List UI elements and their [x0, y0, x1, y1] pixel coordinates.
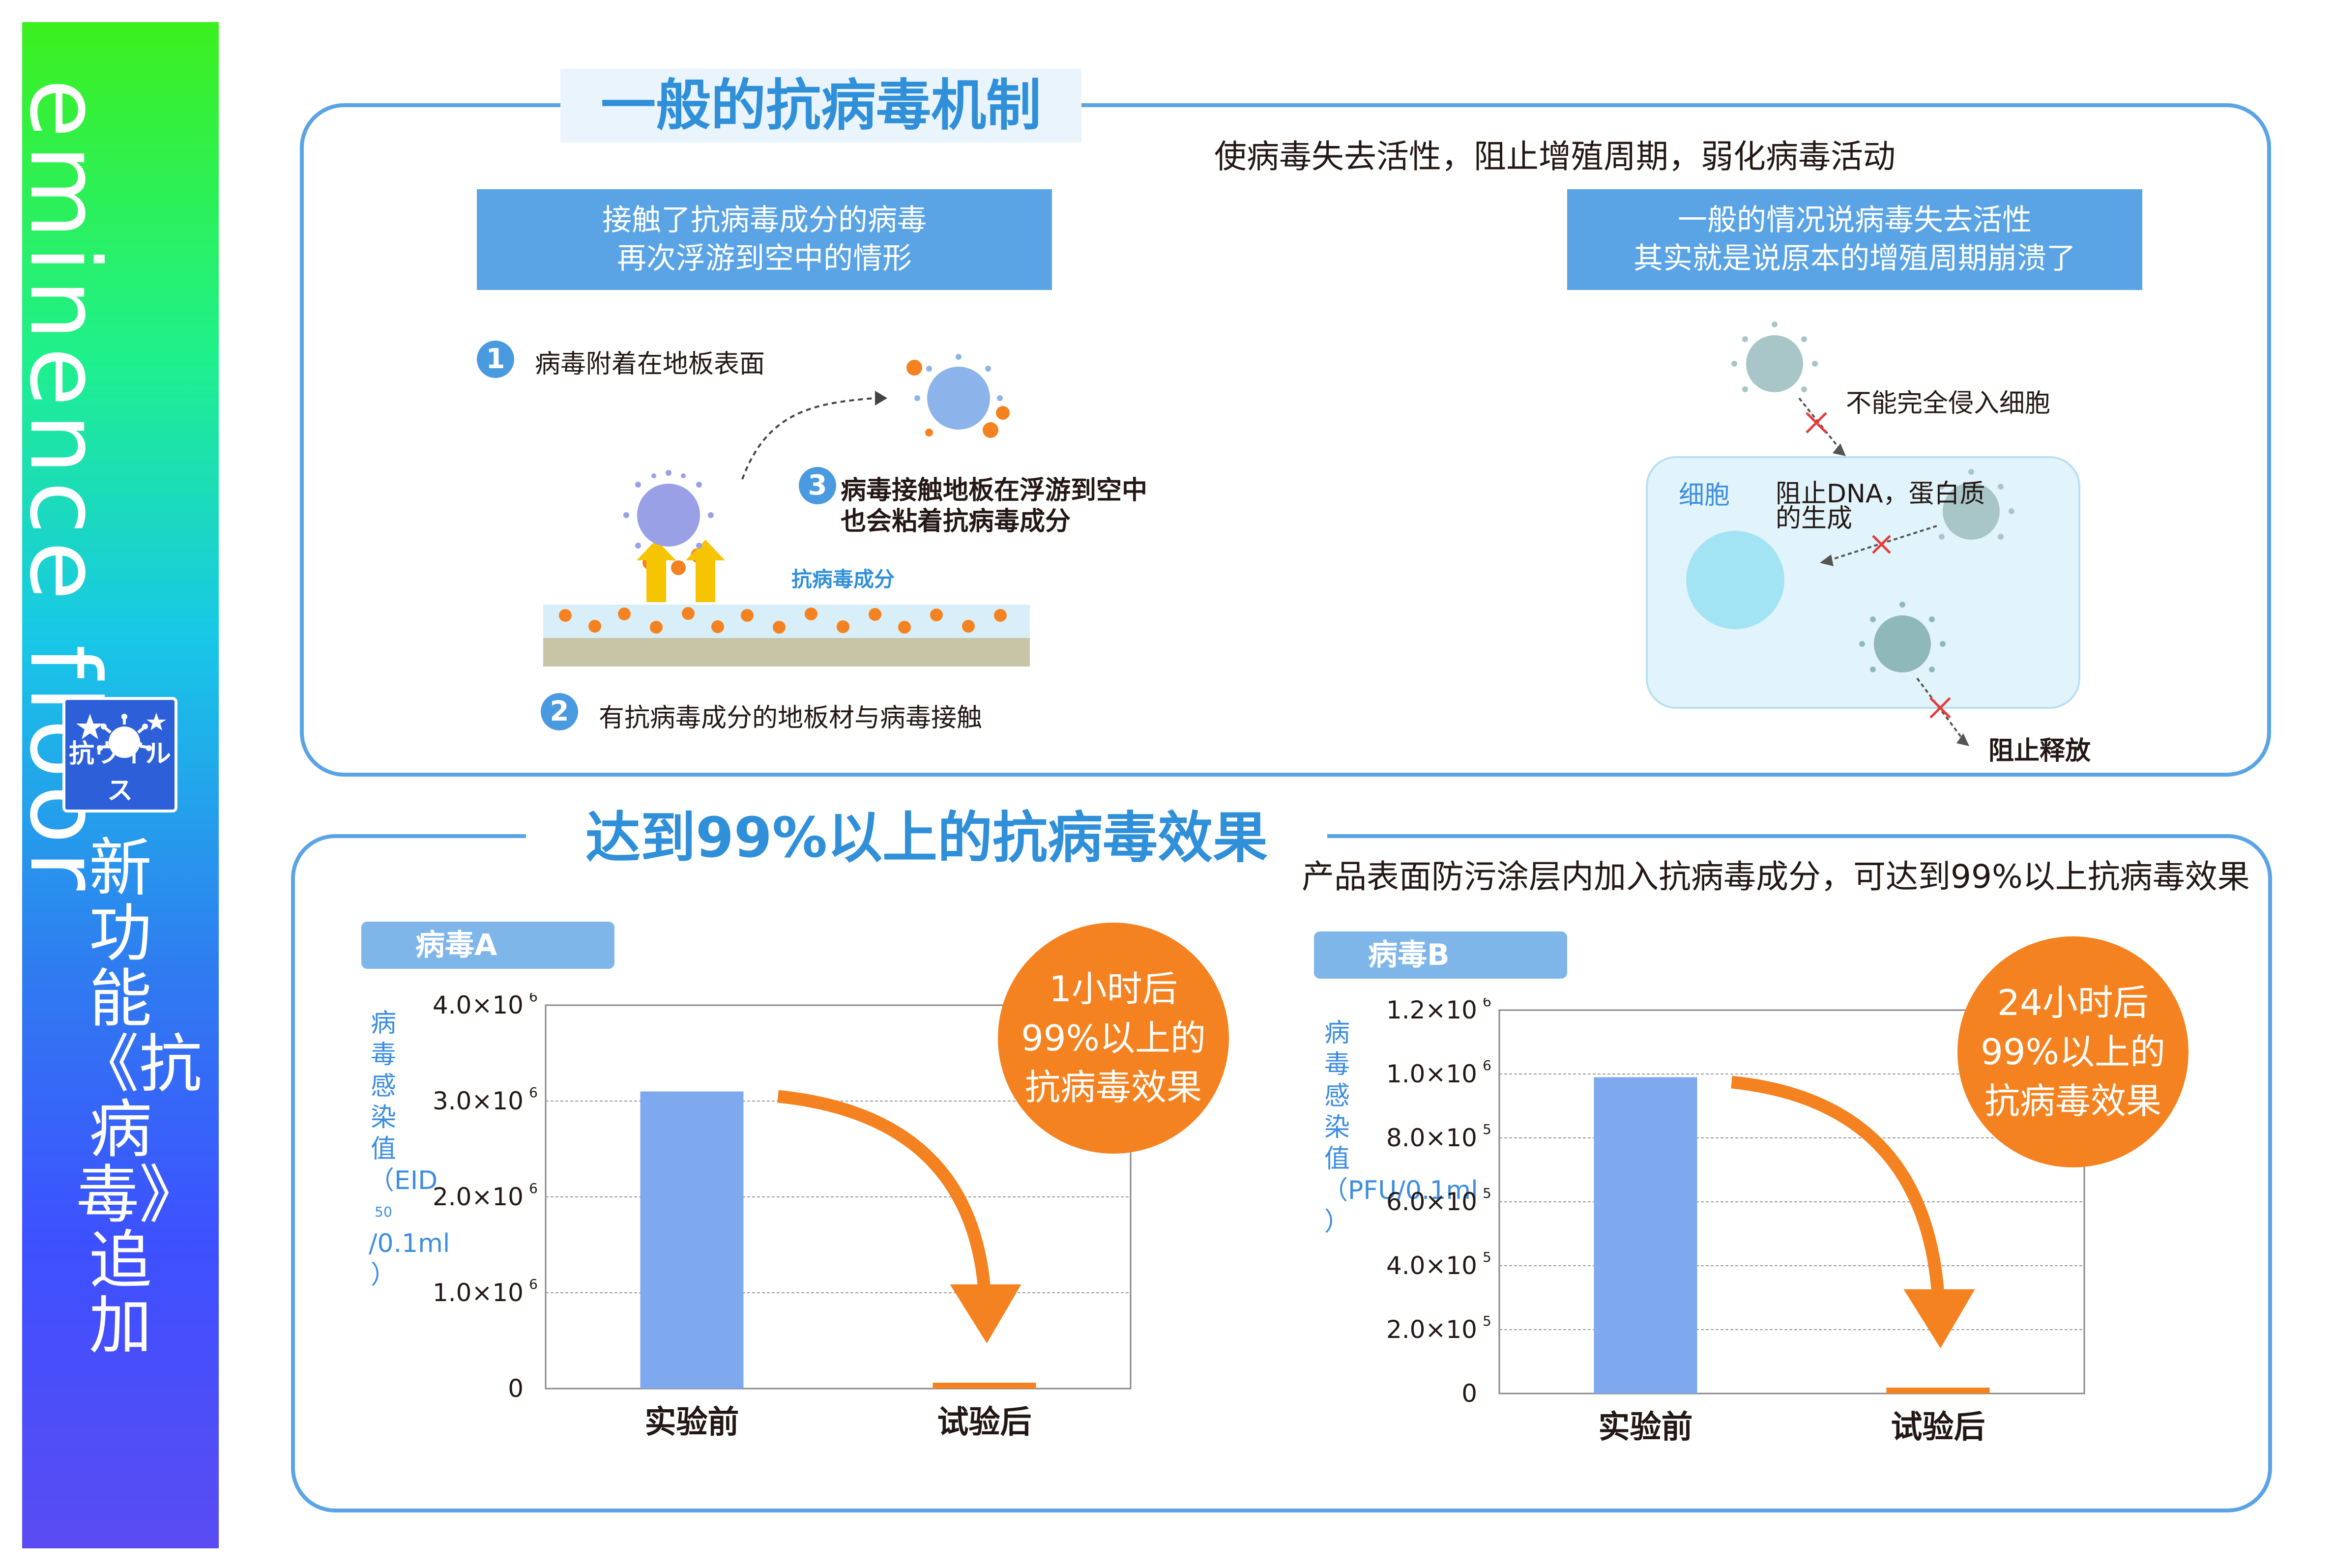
y-tick-label: 4.0×10 — [433, 993, 524, 1019]
chart-a-bubble: 1小时后 99%以上的 抗病毒效果 — [998, 923, 1229, 1154]
bar-before — [1594, 1077, 1697, 1394]
chart-b-bubble-line1: 24小时后 — [1997, 982, 2149, 1023]
step-2-badge: 2 — [541, 693, 578, 730]
up-arrow-icons — [637, 540, 725, 602]
y-tick-label: 1.0×10 — [433, 1278, 524, 1307]
x-category-label: 试验后 — [937, 1404, 1032, 1441]
chart-b-bubble-line2: 99%以上的 — [1980, 1031, 2166, 1073]
y-tick-label: 3.0×10 — [433, 1087, 524, 1115]
virus-icon — [1939, 469, 2014, 540]
section1-subtitle: 使病毒失去活性，阻止增殖周期，弱化病毒活动 — [1214, 138, 1896, 175]
chart-a-bubble-line2: 99%以上的 — [1021, 1017, 1206, 1059]
y-tick-exponent: 6 — [1483, 1057, 1491, 1074]
cannot-invade-label: 不能完全侵入细胞 — [1846, 389, 2051, 418]
badge-label: 抗ウイルス — [68, 739, 171, 806]
tagline: 新功能《抗病毒》追加 — [76, 832, 203, 1363]
chart-b-bubble-line3: 抗病毒效果 — [1984, 1080, 2161, 1122]
float-arrow — [741, 397, 875, 480]
y-tick-label: 6.0×10 — [1386, 1188, 1477, 1216]
info-box-right-line1: 一般的情况说病毒失去活性 — [1678, 203, 2032, 237]
floor-virus-illustration — [543, 354, 1030, 667]
y-tick-label: 1.2×10 — [1386, 998, 1477, 1024]
y-tick-label: 1.0×10 — [1386, 1060, 1477, 1088]
chart-a-ylabel: 病毒感染值（EID 50/0.1ml ） — [369, 1008, 450, 1291]
info-box-left-line1: 接触了抗病毒成分的病毒 — [602, 203, 927, 237]
bar-after — [933, 1383, 1036, 1389]
info-box-left: 接触了抗病毒成分的病毒 再次浮游到空中的情形 — [477, 189, 1052, 290]
chart-a-bubble-line1: 1小时后 — [1049, 968, 1178, 1010]
step-3-badge: 3 — [799, 467, 836, 504]
y-tick-exponent: 5 — [1483, 1121, 1491, 1137]
step-2-label: 有抗病毒成分的地板材与病毒接触 — [599, 703, 983, 733]
cross-mark-icons — [1806, 412, 1951, 719]
x-category-label: 实验前 — [1599, 1409, 1693, 1446]
virus-icon — [1859, 602, 1946, 672]
chart-a-ylabel-sub: 50 — [375, 1204, 392, 1220]
step-1-badge: 1 — [477, 341, 514, 378]
decrease-arrow — [1731, 1075, 1945, 1295]
info-box-right-line2: 其实就是说原本的增殖周期崩溃了 — [1633, 241, 2076, 276]
chart-b-bubble: 24小时后 99%以上的 抗病毒效果 — [1957, 936, 2188, 1167]
chart-a-bubble-line3: 抗病毒效果 — [1024, 1067, 1202, 1108]
y-tick-label: 4.0×10 — [1386, 1251, 1477, 1280]
arrowheads — [1820, 443, 1969, 746]
block-dna-label-line2: 的生成 — [1776, 504, 1853, 533]
section2-subtitle: 产品表面防污涂层内加入抗病毒成分，可达到99%以上抗病毒效果 — [1302, 858, 2250, 896]
info-box-left-line2: 再次浮游到空中的情形 — [617, 241, 912, 276]
decrease-arrowhead — [950, 1284, 1021, 1343]
chart-a-ylabel-text: 病毒感染值（EID — [369, 1009, 437, 1195]
y-tick-exponent: 6 — [529, 1276, 538, 1292]
block-dna-label-line1: 阻止DNA，蛋白质 — [1776, 479, 1985, 509]
y-tick-exponent: 6 — [529, 993, 538, 1005]
y-tick-label: 0 — [508, 1374, 524, 1403]
cell-label: 细胞 — [1679, 481, 1730, 510]
chart-a-tab: 病毒A — [361, 922, 614, 969]
floor-coating — [543, 605, 1030, 638]
virus-icon — [1731, 321, 1818, 392]
y-tick-exponent: 6 — [529, 1084, 538, 1101]
bar-after — [1886, 1388, 1990, 1394]
info-box-right: 一般的情况说病毒失去活性 其实就是说原本的增殖周期崩溃了 — [1567, 189, 2142, 290]
step-3-label-line2: 也会粘着抗病毒成分 — [841, 507, 1071, 536]
y-tick-label: 8.0×10 — [1386, 1124, 1477, 1152]
component-label: 抗病毒成分 — [791, 567, 895, 591]
y-tick-exponent: 6 — [529, 1180, 538, 1196]
y-tick-label: 2.0×10 — [1386, 1315, 1477, 1344]
y-tick-exponent: 5 — [1483, 1313, 1491, 1329]
bar-before — [640, 1091, 744, 1389]
cell-illustration — [1646, 321, 2080, 746]
chart-a-ylabel-end: /0.1ml ） — [369, 1229, 450, 1290]
virus-icon — [623, 470, 714, 549]
decrease-arrow — [777, 1090, 991, 1290]
x-category-label: 试验后 — [1891, 1409, 1985, 1446]
floating-virus-icon — [906, 354, 1010, 438]
x-category-label: 实验前 — [645, 1404, 739, 1441]
chart-b-ylabel-text: 病毒感染值（PFU/0.1ml ） — [1322, 1018, 1478, 1237]
chart-b-tab: 病毒B — [1314, 931, 1567, 979]
antivirus-badge: 抗ウイルス — [62, 697, 177, 813]
cell-nucleus — [1686, 531, 1784, 629]
step-1-label: 病毒附着在地板表面 — [535, 349, 765, 379]
section1-title: 一般的抗病毒机制 — [560, 69, 1081, 143]
floor-base — [543, 638, 1030, 667]
virus-sparkle-icon — [76, 713, 166, 758]
y-tick-label: 2.0×10 — [433, 1183, 524, 1211]
block-release-label: 阻止释放 — [1988, 736, 2091, 766]
decrease-arrowhead — [1903, 1289, 1975, 1348]
y-tick-exponent: 6 — [1483, 998, 1491, 1010]
step-3-label-line1: 病毒接触地板在浮游到空中 — [841, 476, 1148, 505]
float-arrowhead — [875, 391, 887, 406]
y-tick-label: 0 — [1461, 1379, 1477, 1408]
y-tick-exponent: 5 — [1483, 1185, 1491, 1201]
chart-b-ylabel: 病毒感染值（PFU/0.1ml ） — [1322, 1017, 1478, 1238]
y-tick-exponent: 5 — [1483, 1249, 1491, 1265]
section2-title: 达到99%以上的抗病毒效果 — [526, 796, 1327, 880]
